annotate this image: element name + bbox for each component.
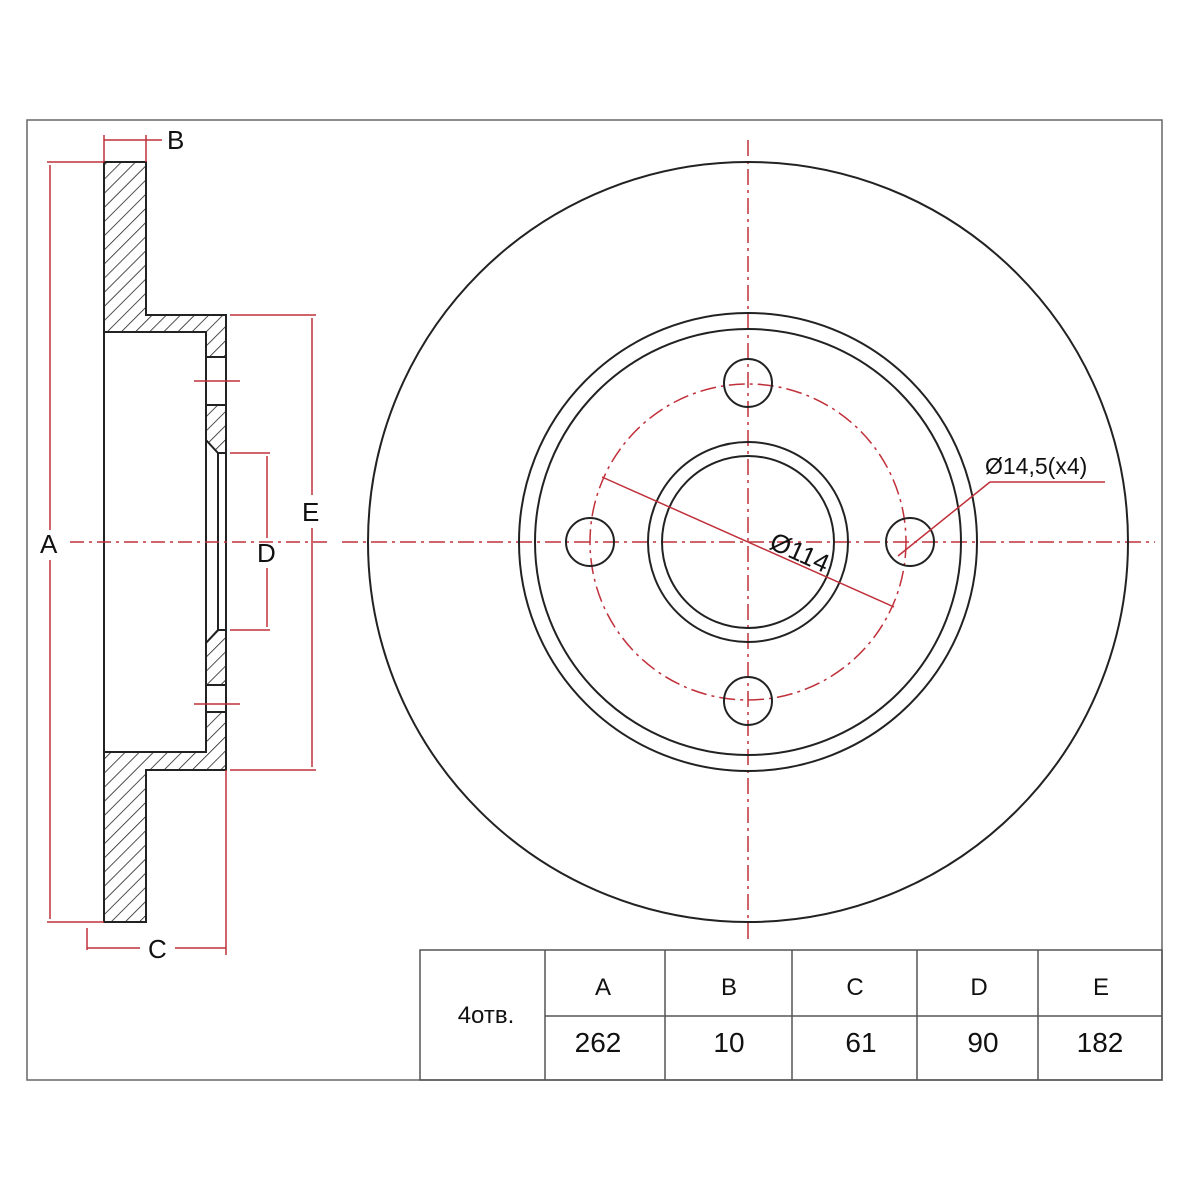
table-value-a: 262 (575, 1027, 622, 1058)
bolt-hole (723, 358, 773, 408)
front-view (342, 140, 1155, 940)
dimension-table (419, 949, 1163, 1081)
pitch-circle (589, 383, 907, 701)
side-dimensions (47, 135, 330, 955)
center-bore-inner (661, 455, 835, 629)
table-header-a: A (595, 974, 611, 1001)
label-d: D (257, 538, 276, 568)
pcd-label: Ø114 (766, 526, 835, 578)
section-upper-hub (205, 404, 227, 454)
section-upper (103, 161, 227, 358)
table-header-e: E (1093, 974, 1109, 1001)
drawing-frame (26, 119, 1163, 1081)
table-header-c: C (846, 974, 863, 1001)
bolt-hole (565, 517, 615, 567)
label-b: B (167, 125, 184, 155)
label-e: E (302, 497, 319, 527)
label-c: C (148, 934, 167, 964)
bolt-hole (723, 676, 773, 726)
label-a: A (40, 529, 58, 559)
outer-rim (367, 161, 1129, 923)
table-value-b: 10 (713, 1027, 744, 1058)
table-value-d: 90 (967, 1027, 998, 1058)
hole-label: Ø14,5(x4) (985, 453, 1087, 479)
table-header-d: D (970, 974, 987, 1001)
table-value-c: 61 (845, 1027, 876, 1058)
table-value-e: 182 (1077, 1027, 1124, 1058)
table-row-label: 4отв. (458, 1002, 515, 1029)
section-lower-hub (205, 629, 227, 686)
bolt-hole (885, 517, 935, 567)
table-header-b: B (721, 974, 737, 1001)
center-bore-outer (647, 441, 849, 643)
section-lower (103, 711, 227, 923)
